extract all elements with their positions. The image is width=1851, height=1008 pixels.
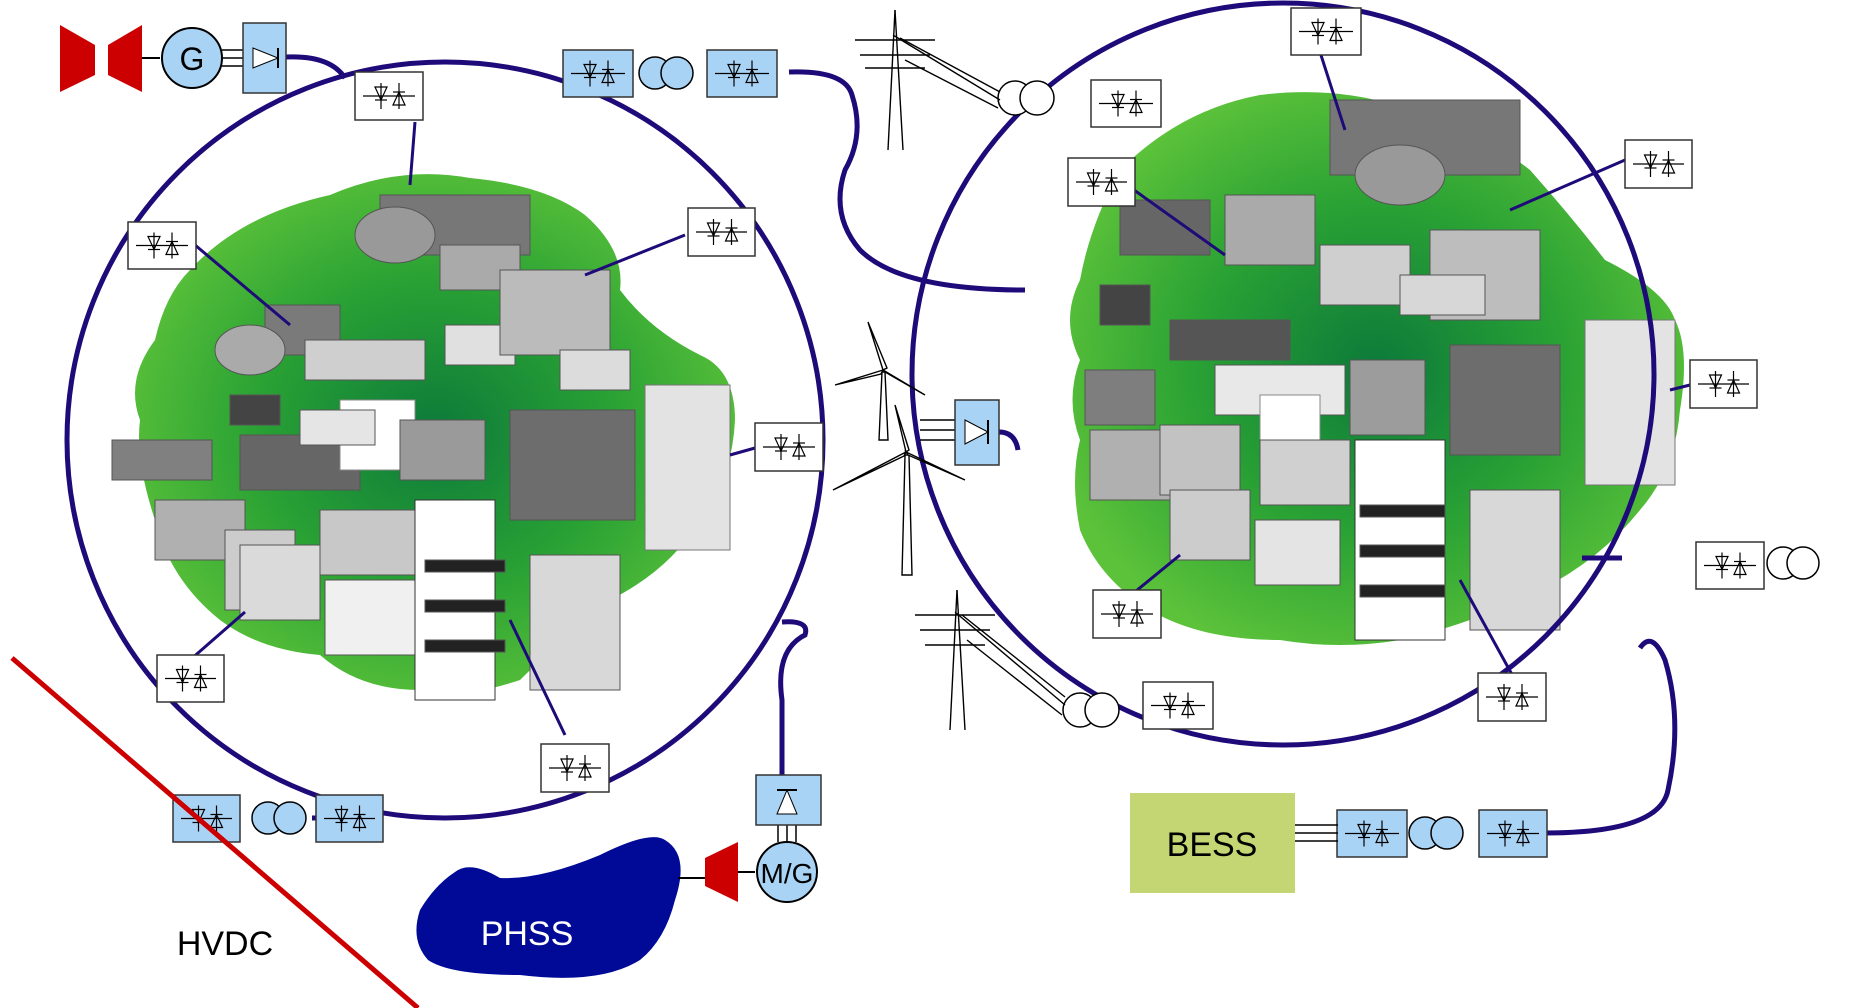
converter-icon: [1625, 140, 1692, 188]
cable-mg: [781, 622, 806, 780]
converter-icon: [541, 744, 609, 792]
phss-label: PHSS: [481, 915, 574, 953]
converter-icon: [316, 795, 383, 842]
converter-icon: [1093, 590, 1161, 638]
converter-icon: [1143, 682, 1213, 729]
converter-icon: [157, 655, 224, 702]
converter-icon: [707, 50, 777, 97]
transformer-icon: [998, 81, 1054, 115]
converter-icon: [1291, 8, 1361, 55]
hydro-turbine-icon: [60, 25, 142, 92]
converter-icon: [755, 423, 823, 471]
rectifier-icon: [756, 775, 821, 825]
converter-icon: [1337, 810, 1407, 857]
cable-generator: [286, 57, 345, 78]
transmission-tower-icon: [855, 10, 1000, 150]
cable-left-to-right: [789, 72, 1025, 290]
motor-generator-label: M/G: [761, 858, 814, 889]
transmission-tower-icon: [915, 590, 1065, 730]
pump-turbine-icon: [705, 842, 738, 902]
converter-icon: [563, 50, 633, 97]
cable-bess: [1545, 641, 1675, 833]
converter-icon: [688, 208, 755, 256]
hvdc-label: HVDC: [177, 925, 273, 963]
rectifier-icon: [955, 400, 999, 465]
right-microgrid: [912, 3, 1684, 745]
transformer-icon: [1409, 817, 1463, 849]
converter-icon: [1479, 810, 1547, 857]
converter-icon: [1696, 542, 1764, 589]
rectifier-icon: [243, 23, 286, 93]
transformer-icon: [1767, 547, 1819, 579]
converter-icon: [1091, 80, 1161, 127]
pumped-hydro-reservoir-icon: [416, 837, 680, 978]
left-microgrid: [67, 62, 823, 818]
transformer-icon: [252, 802, 306, 834]
generator-label: G: [180, 41, 205, 77]
transformer-icon: [1063, 693, 1119, 727]
converter-icon: [128, 222, 196, 269]
cable-wind: [999, 432, 1018, 450]
converter-icon: [1690, 360, 1757, 408]
converter-icon: [1068, 158, 1135, 206]
converter-icon: [173, 795, 240, 842]
converter-icon: [355, 72, 423, 120]
bess-label: BESS: [1167, 826, 1258, 864]
transformer-icon: [639, 57, 693, 89]
converter-icon: [1478, 673, 1546, 721]
